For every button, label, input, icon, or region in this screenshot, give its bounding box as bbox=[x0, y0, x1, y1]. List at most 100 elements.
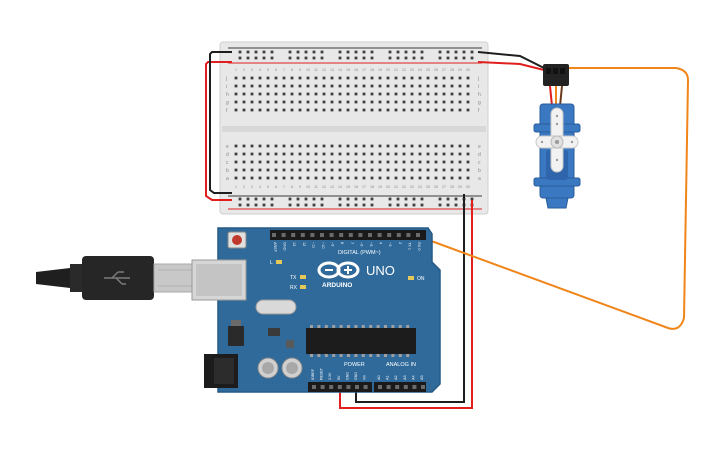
breadboard-hole[interactable] bbox=[458, 176, 462, 180]
rail-hole[interactable] bbox=[262, 50, 266, 54]
breadboard-hole[interactable] bbox=[306, 108, 310, 112]
breadboard-hole[interactable] bbox=[290, 144, 294, 148]
rail-hole[interactable] bbox=[462, 56, 466, 60]
digital-pin[interactable] bbox=[416, 233, 420, 237]
rail-hole[interactable] bbox=[270, 197, 274, 201]
rail-hole[interactable] bbox=[296, 197, 300, 201]
breadboard-hole[interactable] bbox=[266, 160, 270, 164]
breadboard-hole[interactable] bbox=[274, 176, 278, 180]
rail-hole[interactable] bbox=[238, 56, 242, 60]
breadboard-hole[interactable] bbox=[450, 84, 454, 88]
rail-hole[interactable] bbox=[446, 203, 450, 207]
rail-hole[interactable] bbox=[304, 197, 308, 201]
breadboard-hole[interactable] bbox=[290, 84, 294, 88]
breadboard-hole[interactable] bbox=[410, 100, 414, 104]
breadboard-hole[interactable] bbox=[282, 152, 286, 156]
digital-pin[interactable] bbox=[320, 233, 324, 237]
digital-pin[interactable] bbox=[281, 233, 286, 237]
breadboard-hole[interactable] bbox=[426, 76, 430, 80]
breadboard-hole[interactable] bbox=[234, 176, 238, 180]
breadboard-hole[interactable] bbox=[322, 168, 326, 172]
digital-pin[interactable] bbox=[300, 233, 305, 237]
breadboard-hole[interactable] bbox=[338, 100, 342, 104]
rail-hole[interactable] bbox=[446, 50, 450, 54]
breadboard-hole[interactable] bbox=[466, 160, 470, 164]
breadboard-hole[interactable] bbox=[330, 160, 334, 164]
rail-hole[interactable] bbox=[412, 197, 416, 201]
breadboard-hole[interactable] bbox=[346, 84, 350, 88]
digital-pin[interactable] bbox=[329, 233, 334, 237]
breadboard-hole[interactable] bbox=[250, 92, 254, 96]
breadboard-hole[interactable] bbox=[346, 168, 350, 172]
rail-hole[interactable] bbox=[270, 50, 274, 54]
breadboard-hole[interactable] bbox=[434, 92, 438, 96]
breadboard-hole[interactable] bbox=[322, 84, 326, 88]
power-pin[interactable] bbox=[312, 385, 316, 389]
breadboard-hole[interactable] bbox=[234, 152, 238, 156]
breadboard-hole[interactable] bbox=[346, 152, 350, 156]
rail-hole[interactable] bbox=[312, 197, 316, 201]
breadboard-hole[interactable] bbox=[426, 176, 430, 180]
breadboard-hole[interactable] bbox=[290, 76, 294, 80]
rail-hole[interactable] bbox=[354, 56, 358, 60]
breadboard-hole[interactable] bbox=[378, 100, 382, 104]
breadboard-hole[interactable] bbox=[370, 100, 374, 104]
rail-hole[interactable] bbox=[338, 50, 342, 54]
rail-hole[interactable] bbox=[238, 197, 242, 201]
breadboard-hole[interactable] bbox=[330, 168, 334, 172]
breadboard-hole[interactable] bbox=[298, 168, 302, 172]
breadboard-hole[interactable] bbox=[458, 144, 462, 148]
breadboard-hole[interactable] bbox=[402, 176, 406, 180]
breadboard-hole[interactable] bbox=[242, 76, 246, 80]
breadboard-hole[interactable] bbox=[466, 168, 470, 172]
breadboard-hole[interactable] bbox=[354, 92, 358, 96]
breadboard-hole[interactable] bbox=[450, 160, 454, 164]
breadboard-hole[interactable] bbox=[354, 76, 358, 80]
rail-hole[interactable] bbox=[454, 203, 458, 207]
breadboard-hole[interactable] bbox=[242, 176, 246, 180]
breadboard-hole[interactable] bbox=[314, 76, 318, 80]
rail-hole[interactable] bbox=[312, 56, 316, 60]
breadboard-hole[interactable] bbox=[466, 84, 470, 88]
rail-hole[interactable] bbox=[254, 56, 258, 60]
analog-pin[interactable] bbox=[403, 385, 408, 389]
digital-pin[interactable] bbox=[406, 233, 411, 237]
breadboard-hole[interactable] bbox=[322, 108, 326, 112]
breadboard-hole[interactable] bbox=[242, 160, 246, 164]
rail-hole[interactable] bbox=[246, 203, 250, 207]
breadboard-hole[interactable] bbox=[410, 92, 414, 96]
breadboard-hole[interactable] bbox=[330, 176, 334, 180]
breadboard-hole[interactable] bbox=[458, 92, 462, 96]
breadboard-hole[interactable] bbox=[330, 108, 334, 112]
breadboard-hole[interactable] bbox=[346, 92, 350, 96]
wire-servo-red[interactable] bbox=[477, 61, 553, 73]
rail-hole[interactable] bbox=[438, 56, 442, 60]
power-analog-pins[interactable] bbox=[312, 385, 425, 389]
breadboard-hole[interactable] bbox=[442, 160, 446, 164]
breadboard-hole[interactable] bbox=[314, 160, 318, 164]
rail-hole[interactable] bbox=[304, 56, 308, 60]
breadboard-hole[interactable] bbox=[450, 152, 454, 156]
breadboard-hole[interactable] bbox=[370, 84, 374, 88]
rail-hole[interactable] bbox=[454, 50, 458, 54]
rail-hole[interactable] bbox=[370, 56, 374, 60]
breadboard-hole[interactable] bbox=[386, 168, 390, 172]
breadboard-hole[interactable] bbox=[306, 76, 310, 80]
breadboard-hole[interactable] bbox=[370, 108, 374, 112]
breadboard-hole[interactable] bbox=[362, 168, 366, 172]
breadboard-hole[interactable] bbox=[418, 152, 422, 156]
breadboard-hole[interactable] bbox=[458, 108, 462, 112]
breadboard-hole[interactable] bbox=[458, 76, 462, 80]
rail-hole[interactable] bbox=[412, 50, 416, 54]
breadboard-hole[interactable] bbox=[338, 108, 342, 112]
rail-hole[interactable] bbox=[412, 56, 416, 60]
breadboard-hole[interactable] bbox=[298, 176, 302, 180]
rail-hole[interactable] bbox=[354, 197, 358, 201]
breadboard-hole[interactable] bbox=[402, 160, 406, 164]
breadboard-hole[interactable] bbox=[378, 84, 382, 88]
rail-hole[interactable] bbox=[454, 197, 458, 201]
breadboard-hole[interactable] bbox=[418, 160, 422, 164]
breadboard-hole[interactable] bbox=[290, 152, 294, 156]
